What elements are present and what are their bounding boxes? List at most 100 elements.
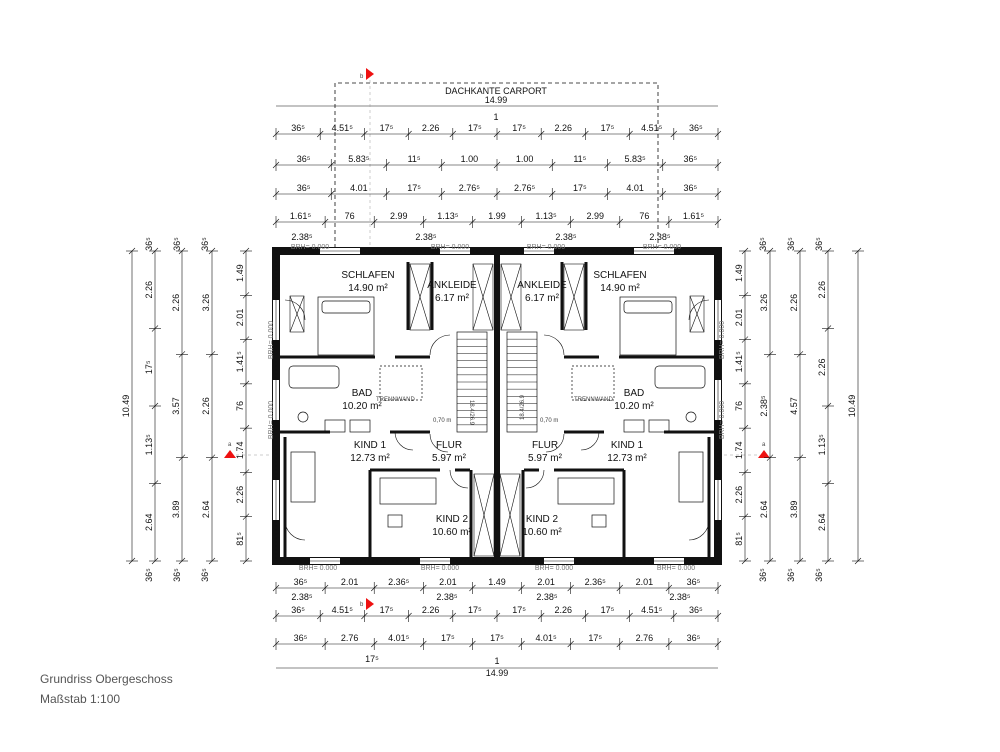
dim-label: 17⁵ <box>468 605 482 615</box>
dim-label: 2.99 <box>390 211 408 221</box>
room-name: SCHLAFEN <box>341 270 394 281</box>
dim-label: 2.76⁵ <box>459 183 481 193</box>
dim-label: 2.64 <box>817 513 827 531</box>
dim-label: 2.01 <box>537 577 555 587</box>
room-name: BAD <box>352 388 373 399</box>
svg-text:b: b <box>360 602 364 608</box>
dim-label: 4.57 <box>789 397 799 415</box>
brh-label: BRH= 0.000 <box>719 321 726 359</box>
dim-label: 1 <box>494 656 499 666</box>
dim-label: 2.38⁵ <box>436 592 458 602</box>
dim-label: 2.38⁵ <box>649 232 671 242</box>
dim-label: 36⁵ <box>758 237 768 251</box>
dim-label: 5.83⁵ <box>348 154 370 164</box>
dim-label: 36⁵ <box>786 237 796 251</box>
dim-label: 17⁵ <box>407 183 421 193</box>
room-area: 6.17 m² <box>525 293 560 304</box>
dim-label: 4.01⁵ <box>388 633 410 643</box>
dim-label: 4.51⁵ <box>641 123 663 133</box>
dimension-labels: 36⁵ 4.51⁵ 17⁵ 2.26 17⁵ 17⁵ 2.26 17⁵ 4.51⁵ 36⁵ 36⁵ 5… <box>121 123 857 678</box>
dim-label: 1.61⁵ <box>683 211 705 221</box>
dim-label: 1.61⁵ <box>290 211 312 221</box>
room-name: FLUR <box>532 440 558 451</box>
beds <box>290 296 704 505</box>
dim-label: 36⁵ <box>200 237 210 251</box>
dim-label: 36⁵ <box>144 237 154 251</box>
dim-label: 11⁵ <box>573 154 586 164</box>
brh-label: BRH= 0.000 <box>657 565 695 572</box>
dim-label: 17⁵ <box>588 633 602 643</box>
dim-label: 1.49 <box>488 577 506 587</box>
dim-label: 1.74 <box>734 442 744 460</box>
trennwand-left: TRENNWAND <box>376 397 415 403</box>
dim-label: 36⁵ <box>172 237 182 251</box>
dim-label: 36⁵ <box>814 568 824 582</box>
room-area: 10.60 m² <box>432 527 472 538</box>
bathroom-fixtures <box>288 365 706 528</box>
dim-label: 2.36⁵ <box>388 577 410 587</box>
door-swings <box>284 299 710 541</box>
brh-label: BRH= 0.000 <box>527 244 565 251</box>
room-name: BAD <box>624 388 645 399</box>
room-area: 10.20 m² <box>342 401 382 412</box>
stair-head-left: 0,70 m <box>433 418 451 424</box>
dim-label: 76 <box>345 211 355 221</box>
brh-label: BRH= 0.000 <box>643 244 681 251</box>
room-name: KIND 1 <box>611 440 644 451</box>
room-area: 12.73 m² <box>607 453 647 464</box>
closets <box>289 263 705 557</box>
dim-label: 2.76 <box>341 633 359 643</box>
dim-label: 2.38⁵ <box>536 592 558 602</box>
dim-label: 2.99 <box>586 211 604 221</box>
dim-label: 36⁵ <box>294 633 308 643</box>
dim-label: 10.49 <box>121 395 131 418</box>
dim-label: 36⁵ <box>144 568 154 582</box>
dim-label: 1.13⁵ <box>535 211 557 221</box>
dim-label: 36⁵ <box>786 568 796 582</box>
dim-label: 1.00 <box>516 154 534 164</box>
dim-label: 10.49 <box>847 395 857 418</box>
dim-label: 2.38⁵ <box>669 592 691 602</box>
dim-label: 36⁵ <box>684 154 698 164</box>
dim-label: 3.89 <box>171 501 181 519</box>
brh-label: BRH= 0.000 <box>431 244 469 251</box>
dim-label: 36⁵ <box>172 568 182 582</box>
dim-label: 36⁵ <box>291 123 305 133</box>
dim-label: 36⁵ <box>814 237 824 251</box>
dim-label: 76 <box>639 211 649 221</box>
dim-label: 4.01⁵ <box>535 633 557 643</box>
room-name: KIND 2 <box>436 514 469 525</box>
dim-label: 2.26 <box>422 605 440 615</box>
carport-width: 14.99 <box>485 95 508 105</box>
dim-label: 2.76 <box>636 633 654 643</box>
room-area: 10.60 m² <box>522 527 562 538</box>
svg-text:a: a <box>228 442 232 448</box>
stair-treads <box>457 338 537 426</box>
section-mark-a-left: a <box>224 442 276 458</box>
dim-label: 76 <box>734 401 744 411</box>
dim-label: 11⁵ <box>408 154 421 164</box>
room-name: KIND 1 <box>354 440 387 451</box>
dim-label: 17⁵ <box>441 633 455 643</box>
dim-label: 17⁵ <box>468 123 482 133</box>
dim-label: 2.01 <box>439 577 457 587</box>
room-area: 14.90 m² <box>348 283 388 294</box>
room-area: 6.17 m² <box>435 293 470 304</box>
interior-walls <box>280 262 714 557</box>
stair-label-right: 18.4/26.9 <box>520 394 526 420</box>
dim-label: 36⁵ <box>297 183 311 193</box>
dim-label: 2.38⁵ <box>291 232 313 242</box>
room-area: 10.20 m² <box>614 401 654 412</box>
carport-outline <box>334 82 659 248</box>
carport-label: DACHKANTE CARPORT <box>445 86 547 96</box>
dim-label: 4.51⁵ <box>332 123 354 133</box>
brh-label: BRH= 0.000 <box>268 321 275 359</box>
dim-label: 1.74 <box>235 442 245 460</box>
dim-label: 36⁵ <box>200 568 210 582</box>
dim-label: 2.26 <box>817 358 827 376</box>
dim-label: 17⁵ <box>512 605 526 615</box>
dim-label: 1.49 <box>734 264 744 282</box>
dim-label: 2.38⁵ <box>555 232 577 242</box>
room-name: SCHLAFEN <box>593 270 646 281</box>
brh-label: BRH= 0.000 <box>299 565 337 572</box>
